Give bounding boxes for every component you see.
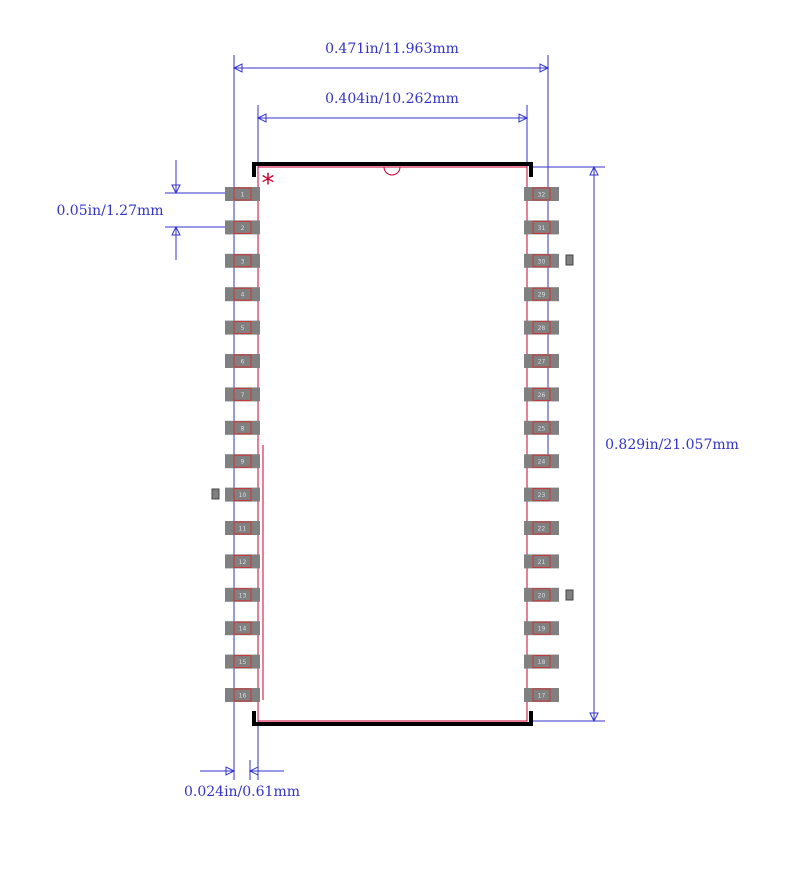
pad-10: 10 [225, 487, 260, 502]
pin-number: 13 [239, 592, 247, 599]
pad-width-label: 0.024in/0.61mm [184, 784, 300, 800]
pad-32: 32 [524, 187, 559, 201]
pad-27: 27 [524, 354, 559, 368]
pitch-label: 0.05in/1.27mm [56, 203, 163, 219]
pad-5: 5 [225, 320, 260, 335]
pin-number: 12 [239, 559, 247, 566]
pad-2: 2 [225, 220, 260, 235]
pad-6: 6 [225, 354, 260, 368]
pin-number: 27 [538, 359, 546, 366]
pin-number: 9 [241, 459, 245, 466]
pad-26: 26 [524, 387, 559, 402]
pad-25: 25 [524, 420, 559, 435]
pad-16: 16 [225, 688, 260, 702]
pad-29: 29 [524, 287, 559, 302]
pin-number: 22 [538, 526, 546, 533]
pad-24: 24 [524, 454, 559, 469]
pin-number: 20 [538, 592, 546, 599]
dimension-overall-width: 0.471in/11.963mm [232, 41, 550, 780]
dimension-pitch: 0.05in/1.27mm [56, 160, 258, 260]
pad-9: 9 [225, 454, 260, 469]
pad-4: 4 [225, 287, 260, 302]
pin-number: 6 [241, 359, 245, 366]
pin-number: 21 [538, 559, 546, 566]
pads-right: 32 31 30 29 28 27 26 25 24 23 22 21 20 19 18 17 [524, 187, 559, 702]
pin-number: 19 [538, 626, 546, 633]
polarity-mark-right-top [565, 254, 574, 266]
pin-number: 14 [239, 626, 247, 633]
pin-number: 3 [241, 258, 245, 265]
pin-number: 17 [538, 693, 546, 700]
pin-number: 5 [241, 325, 245, 332]
pad-21: 21 [524, 554, 559, 569]
pad-20: 20 [524, 587, 559, 602]
pin1-notch [383, 166, 401, 176]
pad-22: 22 [524, 521, 559, 535]
pin-number: 2 [241, 225, 245, 232]
pad-23: 23 [524, 487, 559, 502]
package-outline [252, 162, 533, 726]
body-width-label: 0.404in/10.262mm [325, 91, 459, 107]
pad-28: 28 [524, 320, 559, 335]
pad-31: 31 [524, 220, 559, 235]
pad-13: 13 [225, 587, 260, 602]
pin-number: 24 [538, 459, 546, 466]
pin-number: 30 [538, 258, 546, 265]
pin-number: 25 [538, 425, 546, 432]
pad-7: 7 [225, 387, 260, 402]
pad-18: 18 [524, 654, 559, 669]
pad-15: 15 [225, 654, 260, 669]
pad-3: 3 [225, 253, 260, 268]
dimension-pad-width: 0.024in/0.61mm [184, 760, 300, 800]
pin1-marker: * [262, 169, 275, 199]
pin-number: 23 [538, 492, 546, 499]
polarity-mark-left [211, 488, 220, 500]
pin-number: 11 [239, 526, 247, 533]
pad-1: 1 [225, 187, 260, 201]
pin-number: 18 [538, 659, 546, 666]
pin-number: 10 [239, 492, 247, 499]
pad-12: 12 [225, 554, 260, 569]
dimension-body-length: 0.829in/21.057mm [530, 165, 739, 723]
pad-8: 8 [225, 420, 260, 435]
pad-30: 30 [524, 253, 559, 268]
body-length-label: 0.829in/21.057mm [605, 437, 739, 453]
pad-11: 11 [225, 521, 260, 535]
polarity-mark-right-bottom [565, 589, 574, 601]
pin-number: 1 [241, 192, 245, 199]
pin-number: 4 [241, 292, 245, 299]
pin-number: 8 [241, 425, 245, 432]
pin-number: 29 [538, 292, 546, 299]
pin-number: 7 [241, 392, 245, 399]
overall-width-label: 0.471in/11.963mm [325, 41, 459, 57]
dimension-body-width: 0.404in/10.262mm [256, 91, 529, 780]
pin-number: 16 [239, 693, 247, 700]
pad-19: 19 [524, 621, 559, 636]
pin-number: 15 [239, 659, 247, 666]
pin-number: 32 [538, 192, 546, 199]
pin-number: 31 [538, 225, 546, 232]
pin-number: 28 [538, 325, 546, 332]
pad-14: 14 [225, 621, 260, 636]
pin-number: 26 [538, 392, 546, 399]
pad-17: 17 [524, 688, 559, 702]
